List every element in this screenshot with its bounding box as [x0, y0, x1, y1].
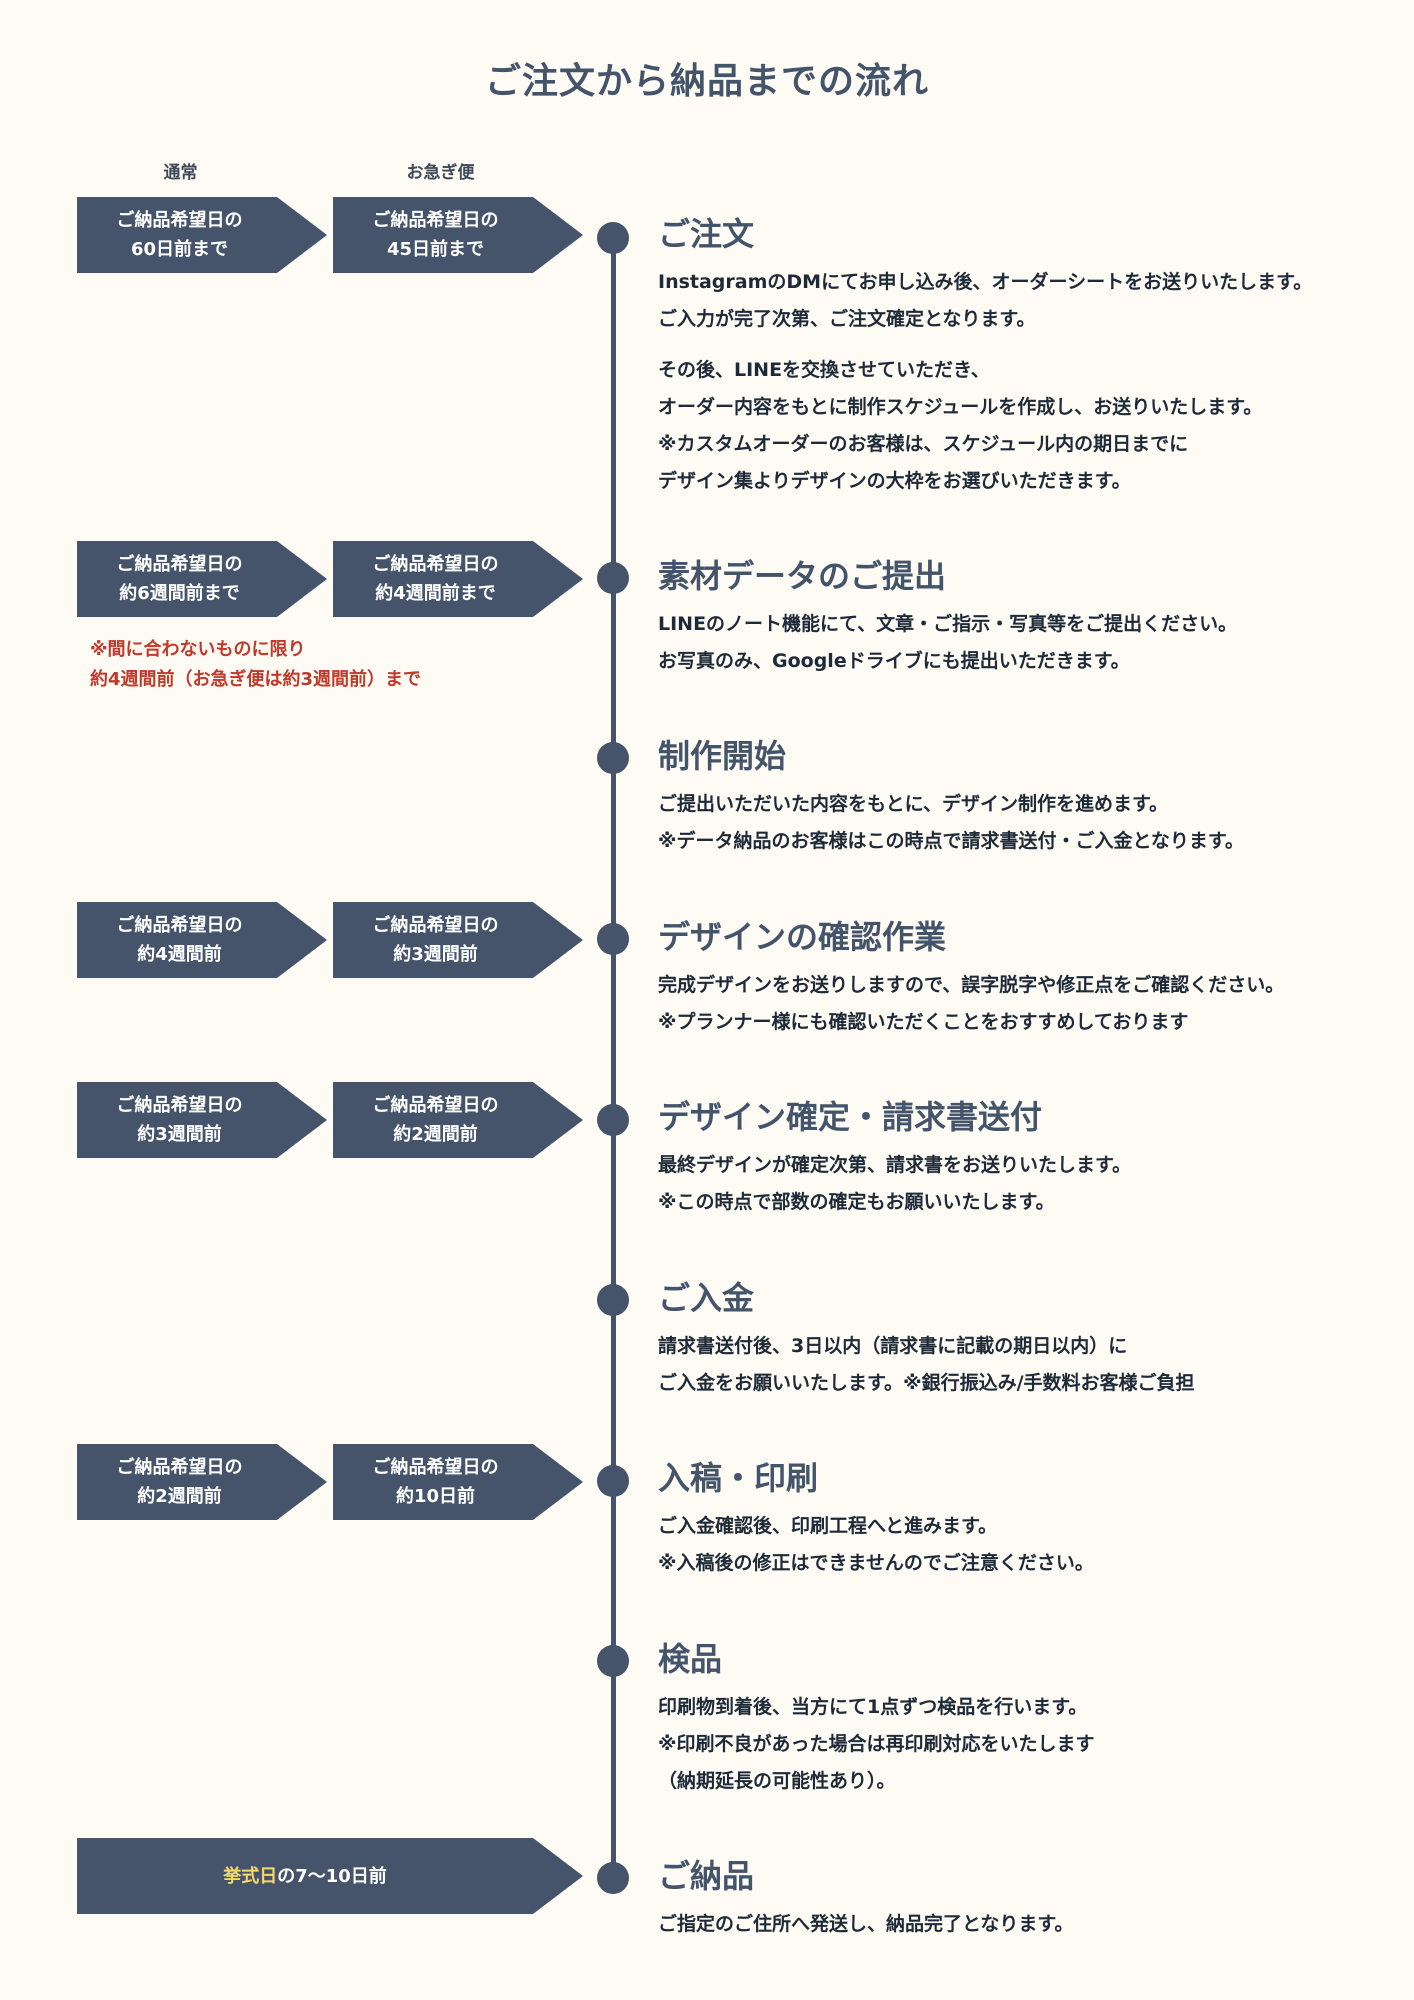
timeline-dot-printing	[597, 1465, 629, 1497]
step-text: ※プランナー様にも確認いただくことをおすすめしております	[658, 1011, 1189, 1033]
deadline-line: 約4週間前まで	[375, 583, 496, 604]
deadline-line: ご納品希望日の	[116, 915, 243, 936]
column-label-normal: 通常	[163, 163, 198, 183]
deadline-line: 約3週間前	[137, 1124, 222, 1145]
step-order: ご注文 InstagramのDMにてお申し込み後、オーダーシートをお送りいたしま…	[658, 212, 1378, 500]
deadline-line: ご納品希望日の	[116, 554, 243, 575]
deadline-line: 約6週間前まで	[119, 583, 240, 604]
timeline-dot-payment	[597, 1284, 629, 1316]
step-text: ※データ納品のお客様はこの時点で請求書送付・ご入金となります。	[658, 830, 1245, 852]
step-text: ※印刷不良があった場合は再印刷対応をいたします	[658, 1733, 1095, 1755]
step-text: InstagramのDMにてお申し込み後、オーダーシートをお送りいたします。	[658, 271, 1313, 293]
step-heading: 素材データのご提出	[658, 557, 947, 595]
step-payment: ご入金 請求書送付後、3日以内（請求書に記載の期日以内）に ご入金をお願いいたし…	[658, 1276, 1378, 1402]
step-text: ご入金をお願いいたします。※銀行振込み/手数料お客様ご負担	[658, 1372, 1195, 1394]
step-text: ※この時点で部数の確定もお願いいたします。	[658, 1191, 1055, 1213]
deadline-line: ご納品希望日の	[372, 915, 499, 936]
deadline-design-check-express: ご納品希望日の約3週間前	[333, 902, 583, 978]
note-line: ※間に合わないものに限り	[90, 639, 306, 660]
step-heading: ご納品	[658, 1857, 755, 1895]
deadline-delivery: 挙式日の7〜10日前	[77, 1838, 583, 1914]
step-text: LINEのノート機能にて、文章・ご指示・写真等をご提出ください。	[658, 613, 1238, 635]
step-text: ご指定のご住所へ発送し、納品完了となります。	[658, 1913, 1074, 1935]
timeline-line	[611, 234, 616, 1882]
step-design-confirm: デザイン確定・請求書送付 最終デザインが確定次第、請求書をお送りいたします。 ※…	[658, 1095, 1378, 1221]
step-text: （納期延長の可能性あり）。	[658, 1770, 896, 1792]
deadline-materials-express: ご納品希望日の約4週間前まで	[333, 541, 583, 617]
deadline-line: の7〜10日前	[277, 1865, 387, 1887]
step-text: 請求書送付後、3日以内（請求書に記載の期日以内）に	[658, 1335, 1128, 1357]
step-heading: デザイン確定・請求書送付	[658, 1098, 1043, 1136]
step-text: 最終デザインが確定次第、請求書をお送りいたします。	[658, 1154, 1132, 1176]
step-heading: 検品	[658, 1640, 723, 1678]
step-heading: ご入金	[658, 1279, 755, 1317]
step-text: その後、LINEを交換させていただき、	[658, 359, 990, 381]
deadline-materials-normal: ご納品希望日の約6週間前まで	[77, 541, 327, 617]
step-text: ※カスタムオーダーのお客様は、スケジュール内の期日までに	[658, 433, 1189, 455]
deadline-design-check-normal: ご納品希望日の約4週間前	[77, 902, 327, 978]
deadline-line: ご納品希望日の	[116, 210, 243, 231]
deadline-line: ご納品希望日の	[372, 1457, 499, 1478]
step-heading: 制作開始	[658, 737, 787, 775]
step-text: オーダー内容をもとに制作スケジュールを作成し、お送りいたします。	[658, 396, 1263, 418]
deadline-design-confirm-express: ご納品希望日の約2週間前	[333, 1082, 583, 1158]
step-text: ご提出いただいた内容をもとに、デザイン制作を進めます。	[658, 793, 1169, 815]
step-text: デザイン集よりデザインの大枠をお選びいただきます。	[658, 470, 1131, 492]
step-text: ※入稿後の修正はできませんのでご注意ください。	[658, 1552, 1094, 1574]
step-heading: デザインの確認作業	[658, 918, 947, 956]
deadline-note: ※間に合わないものに限り 約4週間前（お急ぎ便は約3週間前）まで	[90, 635, 421, 695]
step-inspection: 検品 印刷物到着後、当方にて1点ずつ検品を行います。 ※印刷不良があった場合は再…	[658, 1637, 1378, 1800]
step-materials: 素材データのご提出 LINEのノート機能にて、文章・ご指示・写真等をご提出くださ…	[658, 554, 1378, 680]
timeline-dot-materials	[597, 562, 629, 594]
deadline-line: ご納品希望日の	[116, 1457, 243, 1478]
note-line: 約4週間前（お急ぎ便は約3週間前）まで	[90, 669, 422, 690]
deadline-line: 45日前まで	[386, 239, 485, 260]
deadline-line: 約2週間前	[137, 1486, 222, 1507]
deadline-order-express: ご納品希望日の 45日前まで	[333, 197, 583, 273]
step-production: 制作開始 ご提出いただいた内容をもとに、デザイン制作を進めます。 ※データ納品の…	[658, 734, 1378, 860]
page-title: ご注文から納品までの流れ	[484, 61, 929, 102]
timeline-dot-inspection	[597, 1645, 629, 1677]
step-heading: ご注文	[658, 215, 755, 253]
timeline-dot-design-check	[597, 923, 629, 955]
deadline-line: ご納品希望日の	[372, 210, 499, 231]
timeline-dot-delivery	[597, 1862, 629, 1894]
deadline-line: 約4週間前	[137, 944, 222, 965]
wedding-day-highlight: 挙式日	[223, 1865, 278, 1887]
deadline-line: 約3週間前	[393, 944, 478, 965]
timeline-dot-production	[597, 742, 629, 774]
deadline-line: 約2週間前	[393, 1124, 478, 1145]
deadline-printing-express: ご納品希望日の約10日前	[333, 1444, 583, 1520]
deadline-printing-normal: ご納品希望日の約2週間前	[77, 1444, 327, 1520]
deadline-line: ご納品希望日の	[372, 1095, 499, 1116]
step-text: 印刷物到着後、当方にて1点ずつ検品を行います。	[658, 1696, 1088, 1718]
step-text: 完成デザインをお送りしますので、誤字脱字や修正点をご確認ください。	[658, 974, 1285, 996]
deadline-line: 約10日前	[395, 1486, 476, 1507]
column-label-express: お急ぎ便	[406, 163, 475, 183]
step-text: ご入金確認後、印刷工程へと進みます。	[658, 1515, 998, 1537]
deadline-line: 60日前まで	[130, 239, 229, 260]
step-delivery: ご納品 ご指定のご住所へ発送し、納品完了となります。	[658, 1854, 1378, 1943]
step-text: お写真のみ、Googleドライブにも提出いただきます。	[658, 650, 1130, 672]
deadline-line: ご納品希望日の	[372, 554, 499, 575]
deadline-design-confirm-normal: ご納品希望日の約3週間前	[77, 1082, 327, 1158]
step-design-check: デザインの確認作業 完成デザインをお送りしますので、誤字脱字や修正点をご確認くだ…	[658, 915, 1378, 1041]
step-printing: 入稿・印刷 ご入金確認後、印刷工程へと進みます。 ※入稿後の修正はできませんので…	[658, 1456, 1378, 1582]
step-heading: 入稿・印刷	[658, 1459, 819, 1497]
deadline-line: ご納品希望日の	[116, 1095, 243, 1116]
deadline-order-normal: ご納品希望日の 60日前まで	[77, 197, 327, 273]
timeline-dot-order	[597, 222, 629, 254]
timeline-dot-design-confirm	[597, 1104, 629, 1136]
step-text: ご入力が完了次第、ご注文確定となります。	[658, 308, 1036, 330]
